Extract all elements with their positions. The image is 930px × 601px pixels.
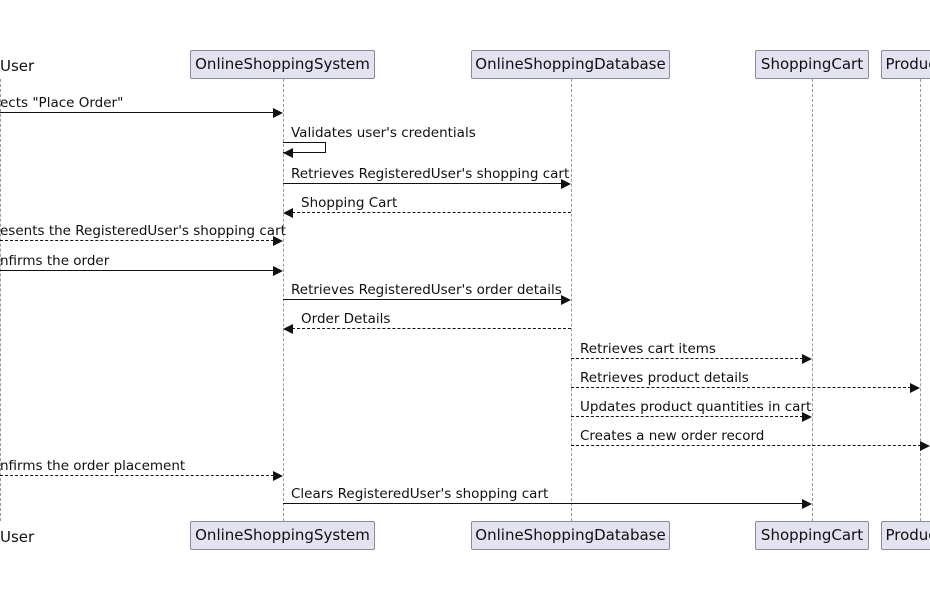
message-line-7 xyxy=(283,299,562,300)
arrowhead-right-13 xyxy=(273,471,283,481)
message-label-5: esents the RegisteredUser's shopping car… xyxy=(0,223,286,239)
participant-footer-registereduser[interactable]: User xyxy=(0,530,34,545)
message-label-1: ects "Place Order" xyxy=(0,95,124,111)
participant-label: ShoppingCart xyxy=(760,55,864,73)
message-line-8 xyxy=(292,328,571,329)
message-label-10: Retrieves product details xyxy=(580,370,749,386)
arrowhead-right-6 xyxy=(273,266,283,276)
arrowhead-right-14 xyxy=(802,499,812,509)
participant-footer-onlineshoppingsystem[interactable]: OnlineShoppingSystem xyxy=(190,521,375,550)
message-line-4 xyxy=(292,212,571,213)
arrowhead-right-3 xyxy=(561,179,571,189)
participant-label: OnlineShoppingDatabase xyxy=(475,55,666,73)
message-label-9: Retrieves cart items xyxy=(580,341,716,357)
message-label-6: nfirms the order xyxy=(0,253,110,269)
message-line-6 xyxy=(0,270,274,271)
participant-label: Produc xyxy=(885,526,930,544)
message-line-9 xyxy=(571,358,803,359)
message-label-11: Updates product quantities in cart xyxy=(580,399,812,415)
arrowhead-left-4 xyxy=(283,208,293,218)
message-label-7: Retrieves RegisteredUser's order details xyxy=(291,282,562,298)
message-line-13 xyxy=(0,475,274,476)
message-line-11 xyxy=(571,416,803,417)
message-line-10 xyxy=(571,387,911,388)
message-line-14 xyxy=(283,503,803,504)
arrowhead-right-5 xyxy=(273,236,283,246)
participant-footer-shoppingcart[interactable]: ShoppingCart xyxy=(755,521,869,550)
participant-label: OnlineShoppingSystem xyxy=(195,526,370,544)
participant-label: User xyxy=(0,57,35,75)
participant-label: Produc xyxy=(885,55,930,73)
participant-label: OnlineShoppingSystem xyxy=(195,55,370,73)
participant-label: ShoppingCart xyxy=(760,526,864,544)
message-line-5 xyxy=(0,240,274,241)
message-line-3 xyxy=(283,183,562,184)
participant-header-onlineshoppingsystem[interactable]: OnlineShoppingSystem xyxy=(190,50,375,79)
arrowhead-right-11 xyxy=(802,412,812,422)
self-message-loop-2 xyxy=(283,142,326,153)
message-label-13: nfirms the order placement xyxy=(0,458,186,474)
arrowhead-right-9 xyxy=(802,354,812,364)
message-label-8: Order Details xyxy=(301,311,391,327)
lifeline-onlineshoppingdatabase xyxy=(571,79,572,521)
message-label-12: Creates a new order record xyxy=(580,428,765,444)
participant-label: User xyxy=(0,528,35,546)
arrowhead-right-1 xyxy=(273,108,283,118)
arrowhead-left-8 xyxy=(283,324,293,334)
message-label-2: Validates user's credentials xyxy=(291,125,476,141)
arrowhead-left-2 xyxy=(283,148,293,158)
participant-footer-onlineshoppingdatabase[interactable]: OnlineShoppingDatabase xyxy=(471,521,670,550)
message-label-3: Retrieves RegisteredUser's shopping cart xyxy=(291,166,570,182)
participant-header-shoppingcart[interactable]: ShoppingCart xyxy=(755,50,869,79)
arrowhead-right-7 xyxy=(561,295,571,305)
lifeline-product xyxy=(920,79,921,521)
message-label-4: Shopping Cart xyxy=(301,195,398,211)
lifeline-registereduser xyxy=(0,79,1,521)
participant-header-onlineshoppingdatabase[interactable]: OnlineShoppingDatabase xyxy=(471,50,670,79)
lifeline-onlineshoppingsystem xyxy=(283,79,284,521)
lifeline-shoppingcart xyxy=(812,79,813,521)
arrowhead-right-12 xyxy=(920,441,930,451)
participant-label: OnlineShoppingDatabase xyxy=(475,526,666,544)
participant-header-product[interactable]: Produc xyxy=(881,50,930,79)
participant-header-registereduser[interactable]: User xyxy=(0,59,34,74)
message-line-1 xyxy=(0,112,274,113)
message-line-12 xyxy=(571,445,921,446)
participant-footer-product[interactable]: Produc xyxy=(881,521,930,550)
arrowhead-right-10 xyxy=(910,383,920,393)
message-label-14: Clears RegisteredUser's shopping cart xyxy=(291,486,549,502)
